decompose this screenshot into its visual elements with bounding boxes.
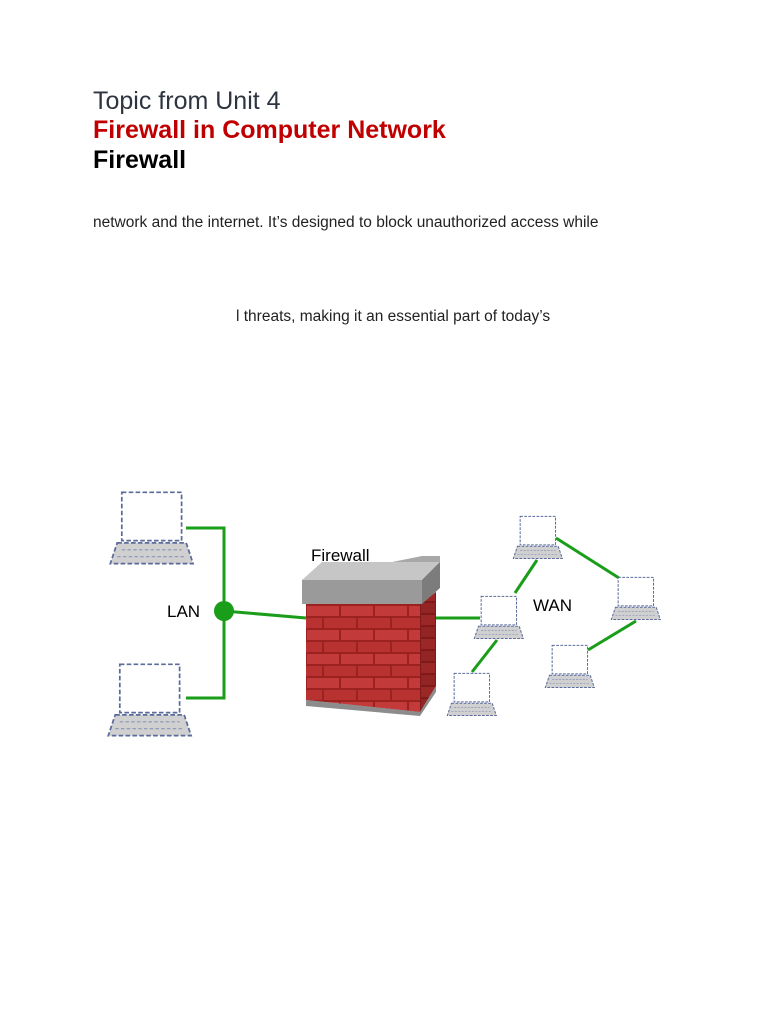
wan-links (436, 536, 637, 673)
lan-label: LAN (167, 602, 200, 621)
laptop-icon (107, 663, 193, 737)
wan-label: WAN (533, 596, 572, 615)
firewall-wall-icon (302, 556, 440, 716)
lan-links (186, 526, 307, 700)
section-heading: Firewall (93, 146, 187, 174)
laptop-icon (610, 576, 662, 621)
body-text-line-1: network and the internet. It’s designed … (93, 214, 599, 231)
lan-hub-node (214, 601, 234, 621)
topic-heading: Topic from Unit 4 (93, 87, 281, 115)
body-text-line-2: l threats, making it an essential part o… (236, 308, 551, 325)
firewall-network-diagram: Firewall LAN WAN (107, 491, 662, 737)
laptop-icon (473, 595, 525, 640)
laptop-icon (512, 515, 564, 560)
laptop-icon (544, 644, 596, 689)
page-title: Firewall in Computer Network (93, 116, 446, 144)
laptop-icon (109, 491, 195, 565)
laptop-icon (446, 672, 498, 717)
firewall-label: Firewall (311, 546, 370, 565)
